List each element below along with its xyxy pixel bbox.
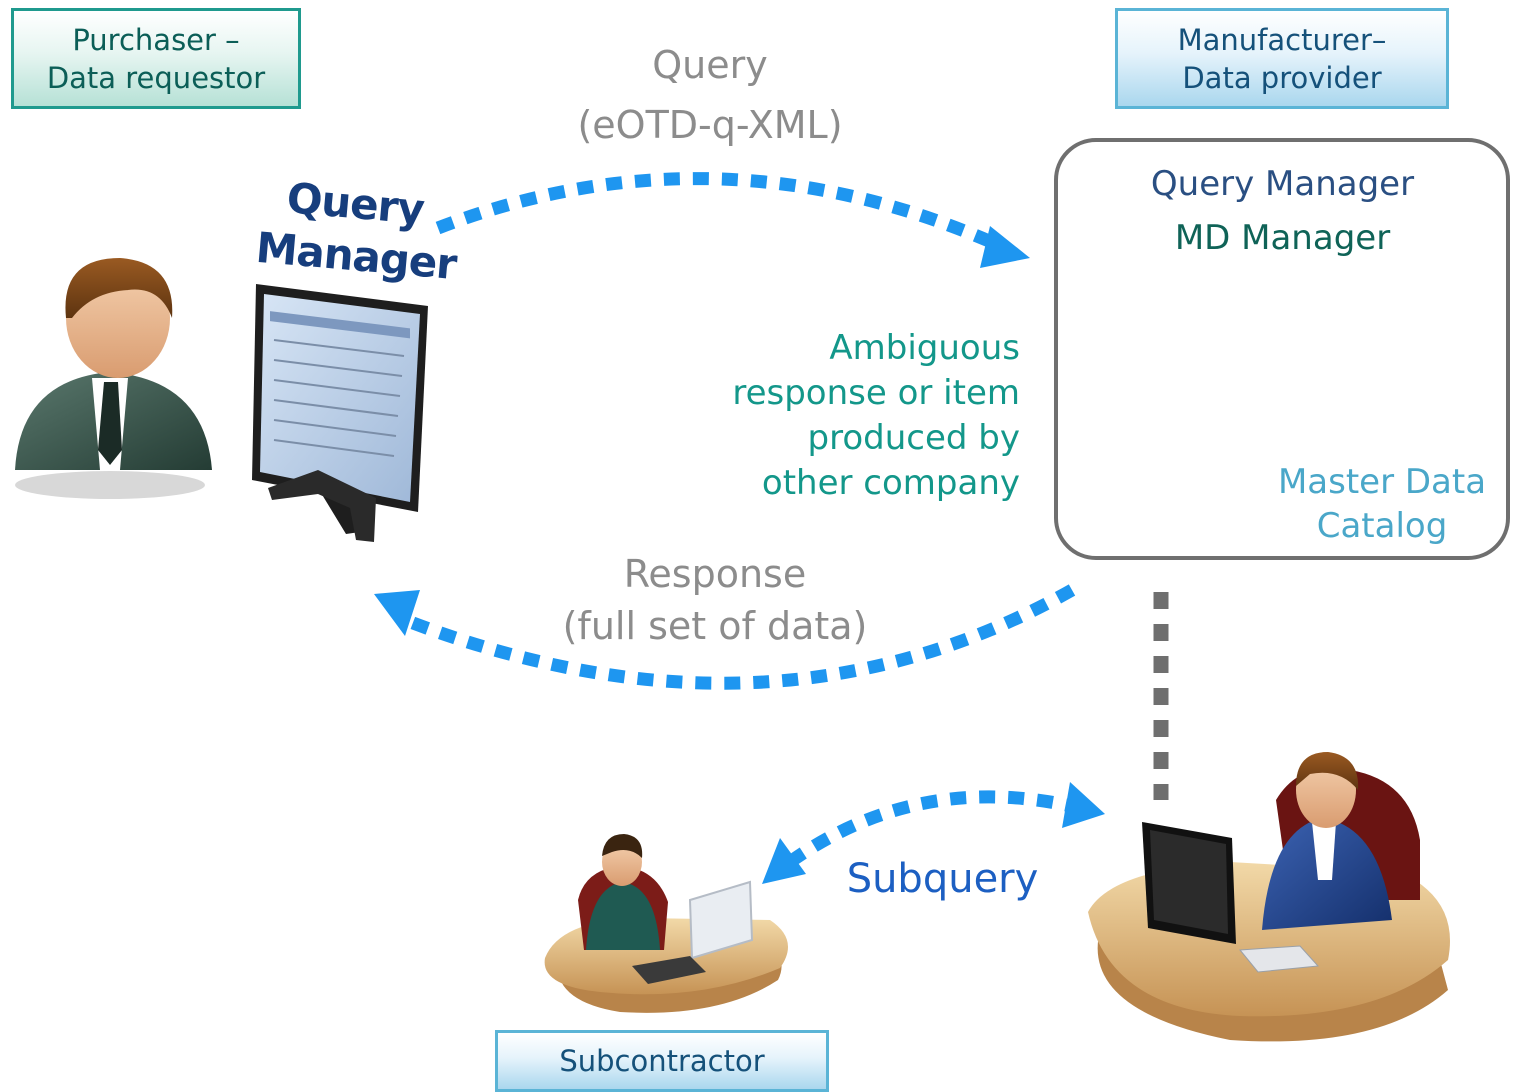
catalog-label-line2: Catalog xyxy=(1316,506,1448,546)
subquery-arrow xyxy=(786,790,1082,868)
manufacturer-role-box: Manufacturer– Data provider xyxy=(1115,8,1449,109)
ambiguous-note-line3: produced by xyxy=(807,418,1020,458)
response-arrowhead xyxy=(374,590,420,636)
response-label-line2: (full set of data) xyxy=(562,604,868,648)
master-data-catalog-label: Master Data Catalog xyxy=(1262,460,1502,548)
response-label-line1: Response xyxy=(623,552,807,596)
query-label: Query (eOTD-q-XML) xyxy=(530,35,890,155)
purchaser-role-line2: Data requestor xyxy=(46,60,266,95)
catalog-label-line1: Master Data xyxy=(1277,462,1487,502)
purchaser-role-box: Purchaser – Data requestor xyxy=(11,8,301,109)
response-arrow xyxy=(402,584,1076,690)
subquery-arrowhead-right xyxy=(1062,782,1105,828)
query-label-line1: Query xyxy=(652,43,768,87)
provider-system-frame xyxy=(1054,138,1510,560)
subquery-label: Subquery xyxy=(846,856,1039,902)
subcontractor-desk-icon xyxy=(544,834,788,1013)
provider-md-manager-label: MD Manager xyxy=(1174,218,1391,258)
response-label: Response (full set of data) xyxy=(520,548,910,652)
purchaser-person-icon xyxy=(15,258,212,499)
manufacturer-role-line2: Data provider xyxy=(1182,60,1382,95)
ambiguous-response-note: Ambiguous response or item produced by o… xyxy=(680,326,1020,506)
query-arrow xyxy=(435,172,1008,254)
query-manager-left-label: Query Manager xyxy=(254,170,458,290)
manufacturer-desk-icon xyxy=(1088,752,1450,1042)
provider-query-manager-label: Query Manager xyxy=(1150,164,1415,204)
ambiguous-note-line2: response or item xyxy=(732,373,1020,413)
subquery-arrowhead-left xyxy=(762,838,806,884)
query-arrowhead xyxy=(980,226,1030,268)
query-label-line2: (eOTD-q-XML) xyxy=(577,103,843,147)
manufacturer-role-line1: Manufacturer– xyxy=(1177,22,1387,57)
purchaser-role-line1: Purchaser – xyxy=(72,22,240,57)
ambiguous-note-line1: Ambiguous xyxy=(829,328,1020,368)
monitor-icon xyxy=(252,284,428,542)
ambiguous-note-line4: other company xyxy=(761,463,1020,503)
subcontractor-role-label: Subcontractor xyxy=(559,1044,765,1078)
